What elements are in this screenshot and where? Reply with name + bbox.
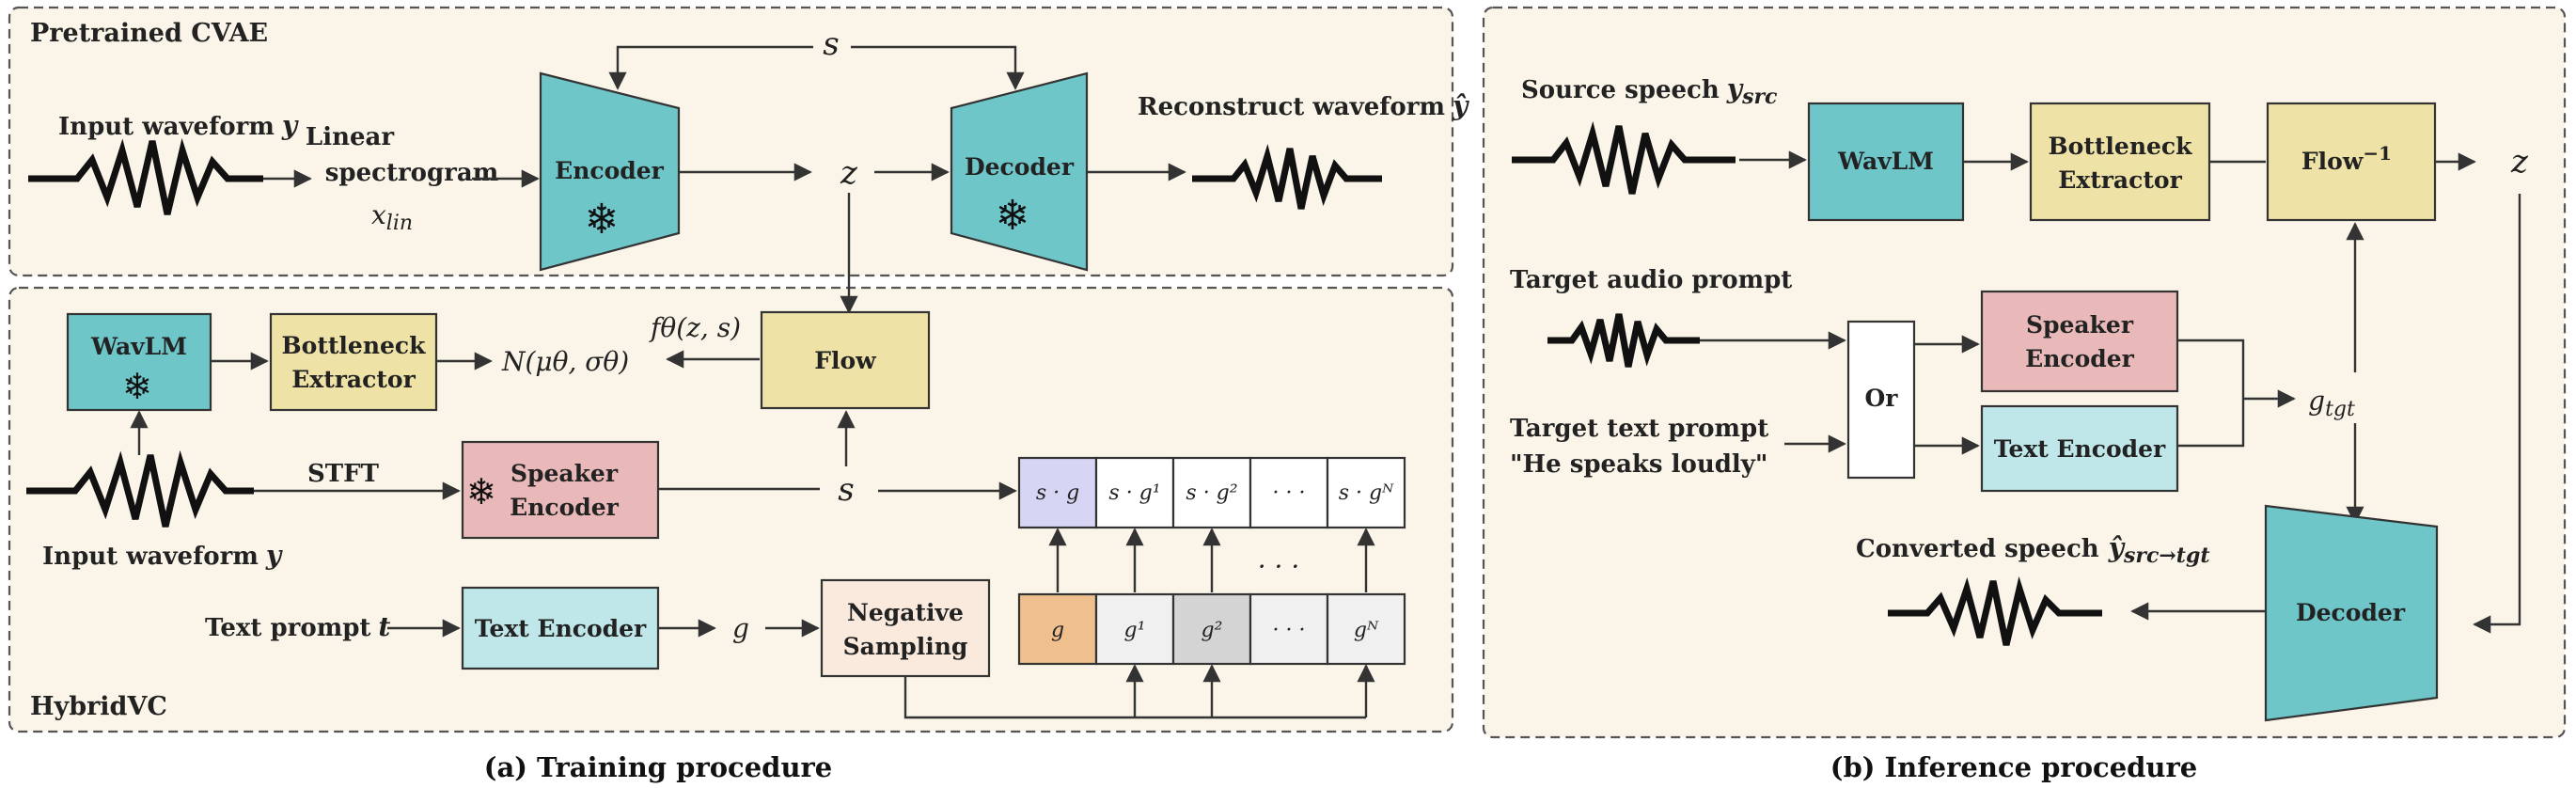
- g-cell-1-label: g¹: [1124, 619, 1146, 642]
- g-cell-3-label: · · ·: [1273, 619, 1306, 642]
- g-cell-2: [1171, 592, 1252, 666]
- g-cell-4: [1326, 592, 1406, 666]
- cvae-z-label: z: [840, 154, 858, 192]
- sg-cell-0-label: s · g: [1036, 481, 1079, 505]
- inference-caption: (b) Inference procedure: [1830, 751, 2198, 783]
- g-cell-4-label: gᴺ: [1354, 619, 1379, 642]
- inference-z-label: z: [2510, 143, 2529, 181]
- hybrid-g-label: g: [732, 613, 749, 644]
- cvae-s-label: s: [823, 25, 839, 63]
- target-text-label-2: "He speaks loudly": [1510, 450, 1767, 479]
- g-cell-1: [1094, 592, 1175, 666]
- cvae-decoder-label: Decoder: [965, 153, 1075, 181]
- negative-sampling-block: [820, 578, 991, 678]
- sg-cell-2-label: s · g²: [1186, 481, 1237, 505]
- cell-ellipsis: · · ·: [1258, 551, 1300, 582]
- hybrid-bottleneck-label-1: Bottleneck: [282, 332, 427, 359]
- stft-label: STFT: [307, 460, 380, 488]
- cvae-encoder: [539, 71, 681, 272]
- inference-flow-inverse-block: [2266, 102, 2437, 222]
- linear-spectrogram-label-1: Linear: [306, 123, 394, 151]
- f-theta-label: fθ(z, s): [649, 312, 741, 343]
- cvae-encoder-label: Encoder: [555, 157, 665, 184]
- inference-text-encoder-block: [1980, 404, 2179, 493]
- g-tgt-label: gtgt: [2308, 386, 2355, 421]
- g-cell-0: [1017, 592, 1098, 666]
- hybrid-input-waveform-icon: [26, 449, 254, 528]
- cvae-decoder: [950, 71, 1089, 272]
- normal-distribution-label: N(μθ, σθ): [501, 346, 629, 377]
- reconstructed-waveform-icon: [1192, 143, 1382, 210]
- negative-sampling-label-2: Sampling: [843, 633, 968, 660]
- g-cell-2-label: g²: [1202, 619, 1223, 642]
- cvae-input-waveform-icon: [28, 137, 263, 215]
- hybrid-s-label: s: [838, 471, 854, 509]
- inference-bottleneck-label-2: Extractor: [2058, 166, 2182, 194]
- sg-cell-0: [1017, 456, 1098, 529]
- target-audio-waveform-icon: [1547, 313, 1700, 368]
- linear-spectrogram-label-2: spectrogram: [325, 159, 498, 187]
- speaker-encoder-frozen-snowflake-icon: ❄: [466, 471, 496, 512]
- hybrid-wavlm-block: [66, 312, 212, 412]
- target-text-label-1: Target text prompt: [1510, 415, 1768, 443]
- inference-text-encoder-label: Text Encoder: [1994, 435, 2166, 463]
- sg-cell-3-label: · · ·: [1273, 481, 1306, 505]
- inference-bottleneck-block: [2029, 102, 2211, 222]
- hybrid-flow-label: Flow: [814, 347, 877, 374]
- sg-cell-1: [1094, 456, 1175, 529]
- sg-cell-4-label: s · gᴺ: [1339, 481, 1394, 505]
- hybrid-text-encoder-label: Text Encoder: [475, 615, 647, 642]
- inference-decoder: [2264, 504, 2439, 722]
- wavlm-frozen-snowflake-icon: ❄: [122, 366, 152, 407]
- x-lin-label: xlin: [371, 199, 413, 235]
- inference-speaker-encoder-label-2: Encoder: [2025, 345, 2135, 372]
- hybrid-bottleneck-label-2: Extractor: [291, 366, 416, 393]
- hybrid-speaker-encoder-block: [461, 440, 660, 540]
- hybrid-speaker-encoder-label-2: Encoder: [510, 494, 620, 521]
- hybrid-wavlm-label: WavLM: [90, 333, 187, 360]
- pretrained-cvae-panel: [8, 6, 1454, 277]
- hybridvc-title: HybridVC: [30, 692, 167, 721]
- g-cell-3: [1249, 592, 1329, 666]
- inference-speaker-encoder-label-1: Speaker: [2026, 311, 2134, 339]
- inference-bottleneck-label-1: Bottleneck: [2049, 133, 2193, 160]
- converted-speech-waveform-icon: [1888, 575, 2102, 646]
- sg-cell-1-label: s · g¹: [1108, 481, 1160, 505]
- inference-wavlm-label: WavLM: [1837, 148, 1934, 175]
- decoder-frozen-snowflake-icon: ❄: [996, 192, 1030, 240]
- or-selector-label: Or: [1865, 385, 1899, 412]
- source-speech-waveform-icon: [1512, 120, 1736, 195]
- g-cell-0-label: g: [1051, 619, 1064, 642]
- inference-decoder-label: Decoder: [2296, 599, 2406, 626]
- encoder-frozen-snowflake-icon: ❄: [585, 196, 620, 244]
- sg-cell-4: [1326, 456, 1406, 529]
- pretrained-cvae-title: Pretrained CVAE: [30, 19, 268, 48]
- inference-speaker-encoder-block: [1980, 290, 2179, 393]
- hybrid-flow-block: [760, 310, 931, 410]
- target-audio-label: Target audio prompt: [1510, 266, 1792, 294]
- sg-cell-3: [1249, 456, 1329, 529]
- negative-sampling-label-1: Negative: [847, 599, 964, 626]
- or-selector-block: [1846, 320, 1916, 480]
- inference-wavlm-block: [1807, 102, 1965, 222]
- hybrid-speaker-encoder-label-1: Speaker: [510, 460, 619, 487]
- hybrid-bottleneck-block: [269, 312, 438, 412]
- inference-flow-inverse-label: Flow−1: [2301, 142, 2392, 175]
- hybrid-text-encoder-block: [461, 586, 660, 670]
- training-caption: (a) Training procedure: [484, 751, 833, 783]
